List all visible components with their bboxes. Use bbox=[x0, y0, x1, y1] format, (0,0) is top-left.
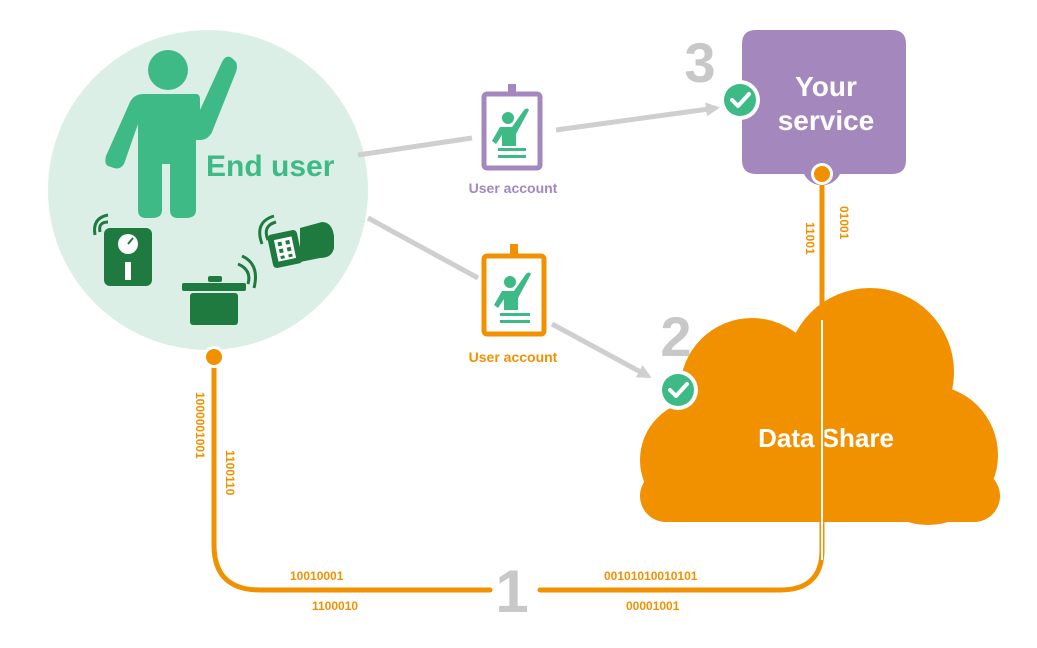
binary-left-inner: 1100110 bbox=[223, 450, 237, 496]
line-end-user-to-step1 bbox=[211, 357, 493, 593]
checkmark-icon-2 bbox=[730, 92, 751, 108]
step-1-number: 1 bbox=[495, 558, 528, 625]
end-user-node: End user bbox=[48, 30, 368, 350]
step-3-number: 3 bbox=[684, 31, 715, 94]
checkmark-icon bbox=[668, 382, 689, 398]
your-service-label-line2: service bbox=[778, 105, 875, 136]
your-service-node bbox=[742, 30, 906, 186]
data-share-label: Data Share bbox=[758, 423, 894, 453]
data-share-node bbox=[640, 288, 1000, 525]
user-account-label-bottom: User account bbox=[469, 349, 558, 365]
user-account-label-top: User account bbox=[469, 180, 558, 196]
account-flow-arrows bbox=[357, 102, 720, 379]
binary-bottom-right-bottom: 00001001 bbox=[626, 599, 680, 613]
binary-bottom-left-bottom: 1100010 bbox=[312, 599, 358, 613]
connector-service bbox=[814, 166, 830, 182]
binary-right-inner: 01001 bbox=[837, 206, 851, 240]
binary-left-outer: 1000001001 bbox=[193, 392, 207, 459]
binary-right-outer: 11001 bbox=[803, 222, 817, 255]
arrow-user-to-badge-top bbox=[357, 135, 473, 158]
arrow-badge-to-service bbox=[555, 102, 720, 133]
badge-person-icon-2 bbox=[494, 272, 531, 310]
scale-icon bbox=[93, 213, 152, 286]
smartwatch-icon bbox=[258, 214, 334, 269]
your-service-label-line1: Your bbox=[795, 71, 857, 102]
user-account-badge-purple bbox=[481, 84, 543, 171]
check-badge-step2 bbox=[658, 370, 698, 410]
connector-end-user bbox=[206, 349, 222, 365]
badge-person-icon bbox=[492, 108, 529, 146]
binary-bottom-right-top: 00101010010101 bbox=[604, 569, 698, 583]
user-account-badge-orange bbox=[481, 244, 547, 337]
end-user-label: End user bbox=[206, 150, 335, 183]
pot-icon bbox=[182, 254, 257, 325]
arrow-user-to-badge-bottom bbox=[366, 215, 480, 281]
check-badge-step3 bbox=[720, 80, 760, 120]
person-icon bbox=[105, 50, 237, 218]
arrow-badge-to-datashare bbox=[550, 321, 652, 379]
binary-bottom-left-top: 10010001 bbox=[290, 569, 344, 583]
step-2-number: 2 bbox=[660, 305, 691, 368]
